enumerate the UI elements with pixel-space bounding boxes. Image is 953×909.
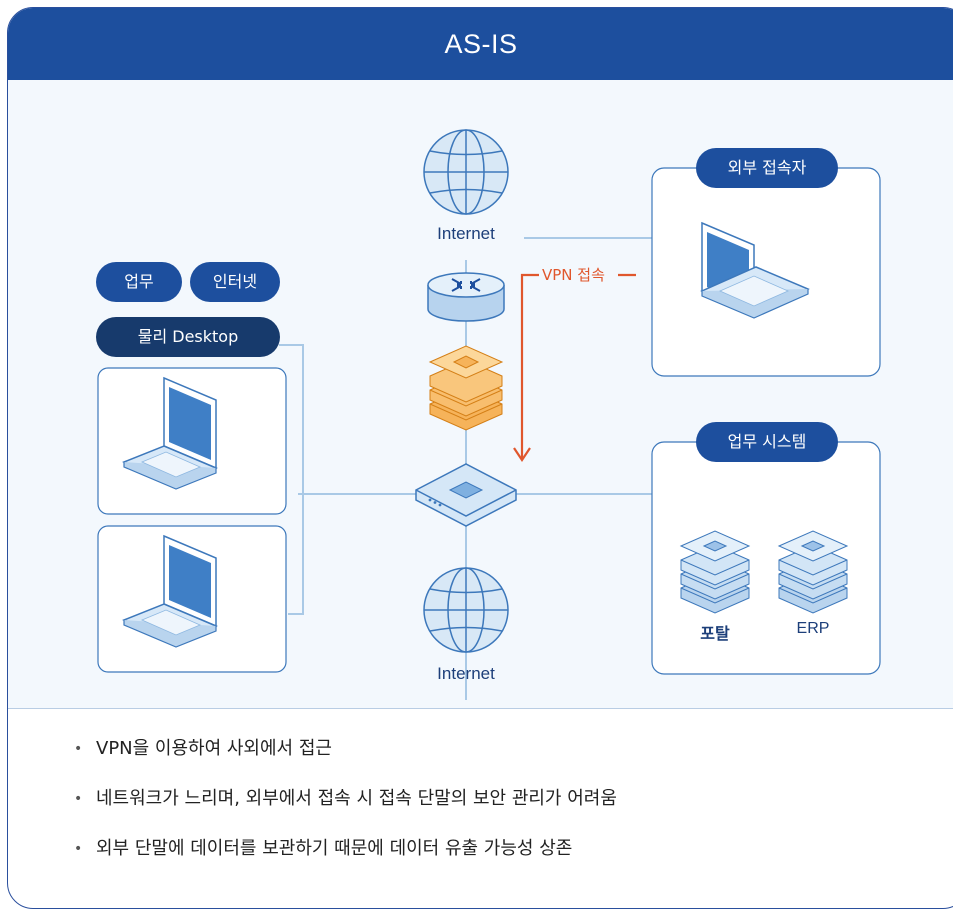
internet-pill: 인터넷 [190,262,280,302]
internet-label-bottom: Internet [437,664,495,683]
laptop-icon-desktop-1 [122,376,218,490]
bullet-item: 외부 단말에 데이터를 보관하기 때문에 데이터 유출 가능성 상존 [70,838,617,888]
erp-label: ERP [796,620,830,637]
portal-label: 포탈 [700,626,730,643]
laptop-icon-desktop-2 [122,534,218,648]
header-bar: AS-IS [8,8,953,80]
desktop-bracket-line [279,344,304,615]
firewall-icon [428,345,504,431]
diagram-area: Internet Internet VPN 접속 외부 접속자 업무 시스템 업… [8,80,953,709]
internet-label-top: Internet [437,224,495,243]
as-is-card: AS-IS [7,7,953,909]
laptop-icon-external [700,221,810,319]
globe-icon-bottom [423,567,509,653]
header-title: AS-IS [444,29,518,59]
router-icon [427,272,505,322]
external-user-pill: 외부 접속자 [696,148,838,188]
summary-bullets: VPN을 이용하여 사외에서 접근 네트워크가 느리며, 외부에서 접속 시 접… [70,738,617,888]
vpn-label: VPN 접속 [542,266,605,284]
server-icon-portal [679,530,751,614]
business-system-pill: 업무 시스템 [696,422,838,462]
work-pill: 업무 [96,262,182,302]
bullet-item: 네트워크가 느리며, 외부에서 접속 시 접속 단말의 보안 관리가 어려움 [70,788,617,838]
physical-desktop-pill: 물리 Desktop [96,317,280,357]
server-icon-erp [777,530,849,614]
globe-icon-top [423,129,509,215]
vpn-path [513,273,636,462]
network-diagram [97,129,881,700]
switch-icon [415,463,517,527]
bullet-item: VPN을 이용하여 사외에서 접근 [70,738,617,788]
